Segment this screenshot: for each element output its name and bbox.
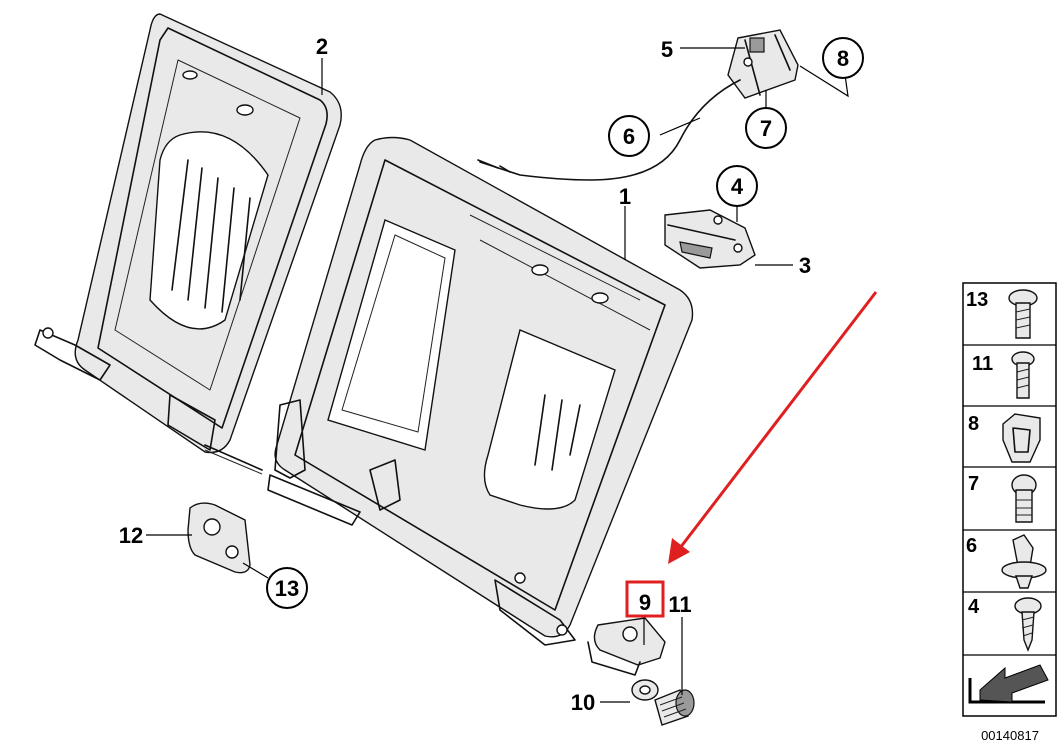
pin-bolt-icon xyxy=(1011,474,1037,523)
callout-9-highlighted: 9 xyxy=(625,580,665,618)
hinge-bracket-left xyxy=(187,502,251,574)
expanding-rivet-icon xyxy=(1001,534,1047,589)
torx-bolt-icon xyxy=(1008,289,1038,339)
svg-text:7: 7 xyxy=(760,116,772,141)
seat-backrest-center-frame xyxy=(267,136,694,646)
legend-number: 7 xyxy=(968,473,979,495)
release-cable xyxy=(479,79,741,181)
callout-4: 4 xyxy=(716,165,758,207)
seat-backrest-left xyxy=(34,13,342,475)
fastener-legend: 13 11 8 7 6 4 xyxy=(962,282,1057,717)
callout-7: 7 xyxy=(745,107,787,149)
svg-text:9: 9 xyxy=(639,590,651,615)
washer xyxy=(631,679,659,701)
callout-5: 5 xyxy=(661,37,673,62)
svg-text:8: 8 xyxy=(837,46,849,71)
clip-nut-icon xyxy=(1002,413,1041,463)
torx-bolt-icon xyxy=(1011,351,1035,399)
hinge-bracket-right xyxy=(587,617,666,676)
legend-number: 8 xyxy=(968,413,979,435)
callout-8: 8 xyxy=(822,37,864,79)
self-tapping-screw-icon xyxy=(1014,597,1042,652)
callout-2: 2 xyxy=(316,34,328,59)
callout-10: 10 xyxy=(571,690,595,715)
hex-bolt xyxy=(654,689,695,726)
svg-text:6: 6 xyxy=(623,124,635,149)
callout-13: 13 xyxy=(266,567,308,609)
callout-6: 6 xyxy=(608,115,650,157)
callout-lines xyxy=(146,47,849,703)
legend-number: 6 xyxy=(966,535,977,557)
legend-number: 4 xyxy=(968,596,980,618)
red-pointer-arrow xyxy=(668,291,878,564)
latch-release-handle xyxy=(727,29,799,99)
highlight-box xyxy=(625,580,665,618)
callout-1: 1 xyxy=(619,184,631,209)
svg-text:13: 13 xyxy=(275,576,299,601)
seat-lock xyxy=(664,209,756,269)
callout-12: 12 xyxy=(119,523,143,548)
svg-text:4: 4 xyxy=(731,174,744,199)
callout-11: 11 xyxy=(668,592,691,617)
legend-number: 11 xyxy=(972,353,993,375)
legend-number: 13 xyxy=(966,289,988,311)
release-cable-end xyxy=(477,159,511,173)
directional-arrow-icon xyxy=(968,664,1049,704)
callout-3: 3 xyxy=(799,253,811,278)
diagram-code: 00140817 xyxy=(981,728,1039,743)
